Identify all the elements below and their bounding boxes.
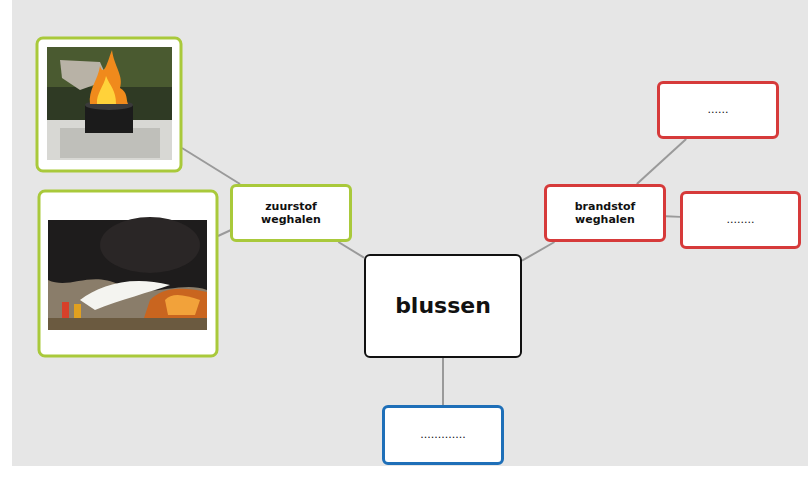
picture-box xyxy=(37,38,181,171)
node-text: zuurstof weghalen xyxy=(238,200,344,226)
node-text: ............. xyxy=(420,428,465,441)
connector-line xyxy=(666,215,680,218)
connector-line xyxy=(338,242,364,258)
connector-line xyxy=(442,358,444,405)
central-box: blussen xyxy=(364,254,522,358)
node-text: ...... xyxy=(708,103,729,116)
firefighters-photo xyxy=(48,217,207,330)
connector-line xyxy=(522,242,554,261)
node-text: ........ xyxy=(727,213,755,226)
blank-box: ............. xyxy=(382,405,504,465)
picture-box xyxy=(39,191,217,356)
method-box: brandstof weghalen xyxy=(544,184,666,242)
burning-pot-photo xyxy=(47,47,172,160)
blank-box: ...... xyxy=(657,81,779,139)
node-text: brandstof weghalen xyxy=(552,200,658,226)
connector-line xyxy=(637,139,686,184)
method-box: zuurstof weghalen xyxy=(230,184,352,242)
background xyxy=(12,0,808,466)
picture-line xyxy=(182,148,240,184)
node-text: blussen xyxy=(395,293,491,319)
blank-box: ........ xyxy=(680,191,801,249)
